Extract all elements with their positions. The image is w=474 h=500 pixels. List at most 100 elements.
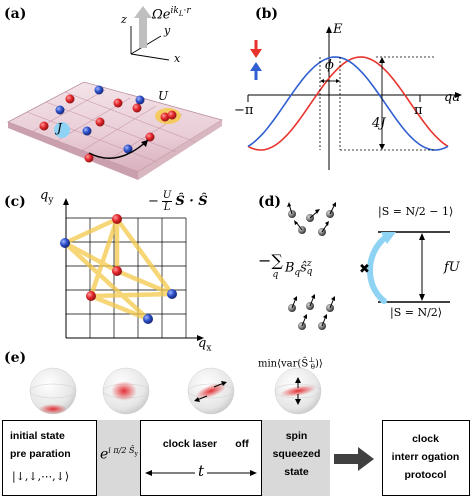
hopping-J-label: J [57, 121, 62, 135]
hopping-arrowhead [141, 140, 148, 147]
rotation-operator: ei π/2 Ŝy [100, 446, 138, 463]
clock-line2: interr ogation [391, 451, 460, 463]
q-axis-arrow [455, 92, 462, 98]
atom-red [167, 110, 177, 120]
bloch-sphere-3 [187, 367, 235, 415]
atom-red [95, 117, 105, 127]
blocked-cross: ✖ [359, 262, 370, 277]
atom-red [145, 132, 155, 142]
atom-blue [123, 144, 133, 154]
gap-fU-label: fU [444, 260, 460, 275]
stage-clock-interrogation: clock interr ogation protocol [382, 420, 470, 496]
atoms [39, 85, 177, 163]
clock-laser-off-label: off [235, 438, 249, 450]
bandwidth-arrowhead-top [379, 57, 385, 63]
interaction-formula: − U L Ŝ · Ŝ [148, 190, 208, 213]
phi-arrowhead-left [320, 79, 324, 83]
initial-state-ket: |↓,↓,⋯,↓⟩ [12, 470, 70, 483]
squeezed-line2: squeezed [272, 448, 321, 460]
energy-axis-arrow [326, 26, 332, 33]
qx-label: qx [198, 336, 212, 354]
spin-up-band [247, 56, 449, 151]
bloch-sphere-4 [274, 367, 322, 415]
beam-label: ΩeikL·r [152, 6, 191, 23]
spin-down-arrowhead [250, 49, 262, 58]
bandwidth-4J-label: 4J [372, 116, 386, 131]
bloch-spheres [29, 367, 322, 415]
momentum-atom-red [86, 291, 96, 301]
lattice-edge [8, 122, 138, 180]
blocked-transition-arrow [367, 234, 389, 304]
dispersion-plot [247, 26, 462, 170]
atom-red [132, 103, 142, 113]
axis-y-label: y [164, 24, 171, 37]
spin-up-arrowhead [250, 62, 262, 71]
duration-t-label: t [195, 462, 208, 480]
panel-d-label: (d) [258, 194, 282, 210]
stage-initial-state: initial state pre paration |↓,↓,⋯,↓⟩ [2, 420, 96, 496]
momentum-atom-blue [60, 238, 70, 248]
gap-arrowhead-top [419, 233, 425, 240]
guide-lines [319, 56, 436, 151]
blocked-transition-arrowhead [381, 232, 396, 244]
clock-line1: clock [412, 433, 439, 445]
momentum-atom-red [112, 266, 122, 276]
atom-red [65, 94, 75, 104]
lower-state-label: |S = N/2⟩ [390, 306, 443, 319]
atom-red [39, 121, 49, 131]
bandwidth-arrowhead-bottom [379, 144, 385, 150]
upper-state-label: |S = N/2 − 1⟩ [378, 205, 454, 218]
interaction-U-label: U [158, 89, 169, 103]
initial-state-line2: pre paration [10, 448, 71, 460]
phi-arrowhead-right [336, 79, 340, 83]
bloch-sphere-1 [29, 367, 77, 415]
phase-phi-label: ϕ [325, 58, 334, 73]
clock-laser-label: clock laser [162, 438, 218, 450]
stage-rotation: ei π/2 Ŝy [96, 420, 141, 496]
energy-label: E [333, 22, 343, 37]
lattice-edge-right [138, 120, 222, 180]
atom-blue [82, 126, 92, 136]
momentum-atom-blue [167, 289, 177, 299]
atom-red [113, 98, 123, 108]
spin-ensemble-top [287, 202, 336, 236]
gap-arrowhead-bottom [419, 294, 425, 301]
qa-label: qa [444, 90, 461, 105]
bloch-sphere-2 [102, 367, 150, 415]
momentum-grid [60, 198, 204, 341]
qx-axis-arrow [197, 335, 204, 341]
atom-red [84, 153, 94, 163]
laser-beam-arrow [134, 6, 152, 48]
qy-axis-arrow [63, 198, 69, 205]
atom-blue [94, 85, 104, 95]
hopping-label-bg [54, 122, 70, 138]
atom-blue [135, 95, 145, 105]
atom-red [160, 112, 170, 122]
panel-a-label: (a) [4, 6, 27, 22]
axis-z-label: z [121, 13, 127, 26]
interaction-links [62, 216, 175, 322]
momentum-atom-red [112, 214, 122, 224]
energy-level-diagram [287, 202, 450, 330]
axis-x-label: x [174, 52, 181, 65]
field-hamiltonian: −∑ q Bqŝzq [258, 251, 313, 281]
next-stage-arrow [334, 447, 374, 471]
panel-c-label: (c) [4, 194, 26, 210]
momentum-atom-blue [143, 314, 153, 324]
neg-pi-label: −π [234, 103, 254, 118]
pi-label: π [414, 103, 423, 118]
qy-label: qy [40, 188, 54, 206]
hopping-arrow [88, 139, 149, 159]
lattice-illustration [7, 6, 223, 180]
min-variance-label: min⟨var(Ŝ⊥θ)⟩ [258, 356, 323, 372]
squeezed-line1: spin [285, 430, 308, 442]
panel-b-label: (b) [255, 6, 279, 22]
clock-line3: protocol [404, 469, 447, 481]
squeezed-line3: state [284, 466, 309, 478]
spin-ensemble-bottom [288, 294, 335, 330]
atom-blue [55, 105, 65, 115]
panel-e-label: (e) [4, 350, 27, 366]
initial-state-line1: initial state [10, 430, 65, 442]
stage-squeezed: spin squeezed state [261, 420, 330, 496]
stage-evolution: clock laser off t [141, 420, 261, 496]
